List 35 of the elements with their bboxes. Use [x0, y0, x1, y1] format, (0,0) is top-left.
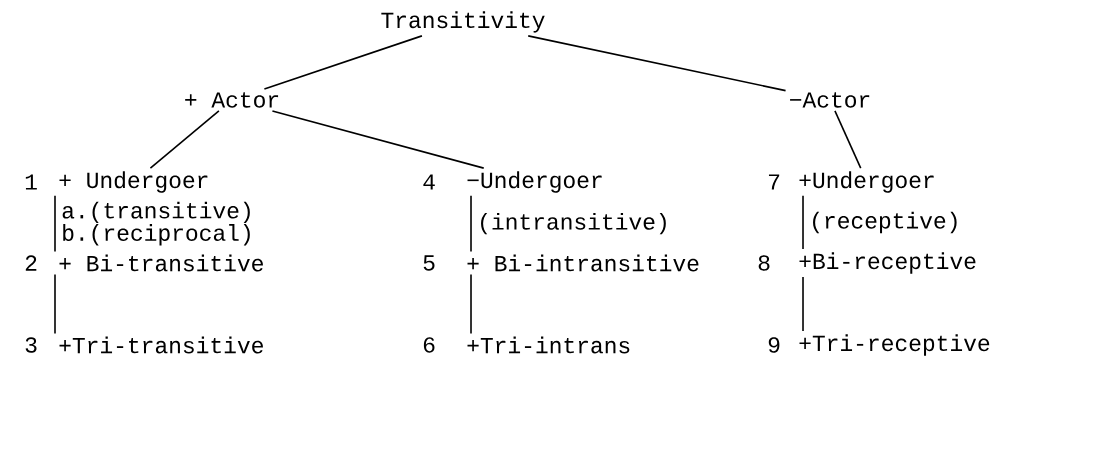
node-label: Transitivity — [381, 11, 545, 33]
connector-line — [470, 273, 472, 335]
row-number: 1 — [25, 174, 37, 190]
node-label: +Tri-receptive — [799, 334, 990, 356]
node-label: −Actor — [790, 92, 870, 108]
node-label: + Bi-transitive — [59, 254, 263, 272]
node-label: −Undergoer — [467, 171, 602, 193]
row-number: 9 — [768, 337, 780, 353]
connector-line — [54, 273, 56, 335]
connector-line — [54, 195, 56, 253]
node-label: +Bi-receptive — [799, 252, 976, 274]
connector-line — [470, 195, 472, 253]
row-number: 2 — [25, 255, 37, 271]
connector-line — [149, 110, 220, 169]
connector-line — [527, 35, 787, 92]
node-label: + Undergoer — [59, 171, 208, 193]
connector-line — [263, 35, 423, 90]
node-label: +Tri-intrans — [467, 336, 630, 354]
row-number: 8 — [758, 255, 770, 271]
row-number: 4 — [423, 174, 435, 190]
row-number: 6 — [423, 337, 435, 353]
node-label: +Undergoer — [799, 171, 934, 193]
node-label: +Tri-transitive — [59, 336, 263, 354]
edge-label: a.(transitive) b.(reciprocal) — [62, 201, 250, 246]
node-label: + Actor — [185, 92, 279, 108]
connector-line — [802, 195, 804, 250]
row-number: 7 — [768, 174, 780, 190]
connector-line — [271, 110, 485, 169]
edge-label: (receptive) — [813, 211, 957, 234]
connector-line — [834, 110, 862, 169]
edge-label: (intransitive) — [481, 212, 666, 235]
row-number: 3 — [25, 337, 37, 353]
row-number: 5 — [423, 255, 435, 271]
node-label: + Bi-intransitive — [467, 254, 699, 272]
connector-line — [802, 276, 804, 332]
